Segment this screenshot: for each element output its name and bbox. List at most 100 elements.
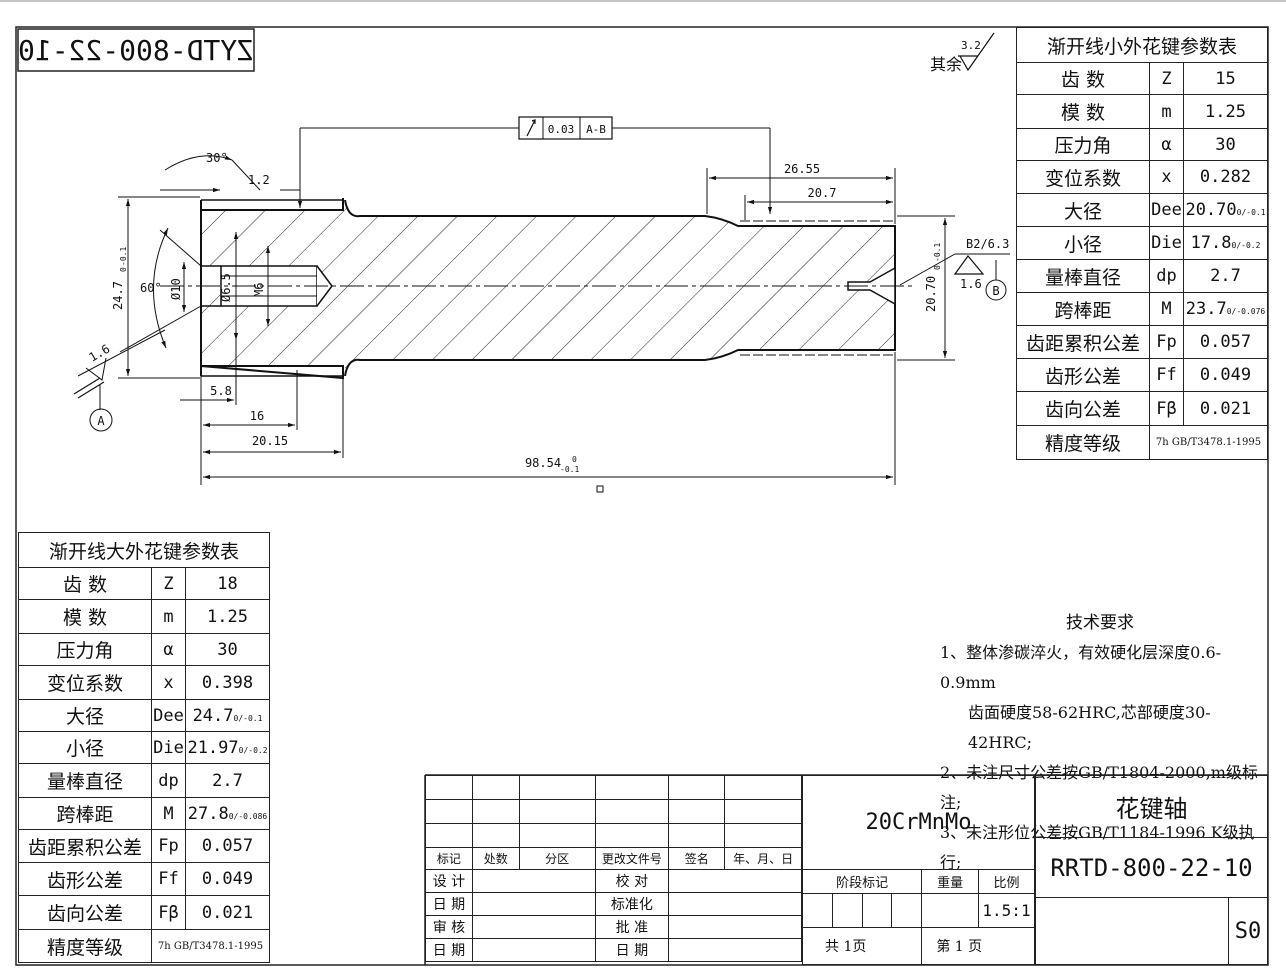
left-diameter-dims: 24.7 0 -0.1 60° Ø10 Ø6.5 M6 1.6 A xyxy=(73,196,271,432)
param-value: 1.25 xyxy=(185,599,270,634)
param-value-text: 27.8 xyxy=(187,803,229,824)
revision-header: 标记 xyxy=(425,847,473,870)
title-block-middle: 20CrMnMo 阶段标记 重量 比例 1.5:1 共 1页 第 1 页 xyxy=(801,775,1036,965)
param-value: 15 xyxy=(1183,62,1268,95)
param-name: 压力角 xyxy=(1015,128,1151,161)
material: 20CrMnMo xyxy=(802,775,1035,870)
param-value: 0.021 xyxy=(1183,391,1268,426)
param-value-text: 21.97 xyxy=(187,737,239,758)
param-name: 齿 数 xyxy=(17,567,153,600)
title-block-right: 花键轴 RRTD-800-22-10 S0 xyxy=(1034,775,1268,965)
param-value-text: 2.7 xyxy=(1210,266,1241,286)
svg-text:0.03: 0.03 xyxy=(548,123,575,136)
svg-text:1.6: 1.6 xyxy=(87,342,113,365)
param-symbol: Fp xyxy=(151,829,186,863)
chamfer-dimension: 30° 1.2 xyxy=(160,151,300,193)
param-symbol: Die xyxy=(1149,226,1184,260)
title-block-left: 标记处数分区更改文件号签名年、月、日 设 计校 对 日 期标准化 审 核批 准 … xyxy=(425,775,802,962)
param-value-text: 15 xyxy=(1215,68,1236,89)
svg-text:Ø10: Ø10 xyxy=(169,278,183,300)
sheet-frame xyxy=(15,26,1269,966)
date3-label: 日 期 xyxy=(594,938,670,962)
svg-text:20.7: 20.7 xyxy=(808,186,837,200)
mirrored-drawing-code: ZYTD-800-22-10 xyxy=(18,34,254,67)
datum-b-circle xyxy=(985,279,1007,301)
param-value: 24.70/-0.1 xyxy=(185,699,270,732)
param-value: 20.700/-0.1 xyxy=(1183,193,1268,227)
param-symbol: Fβ xyxy=(1149,391,1184,426)
param-name: 模 数 xyxy=(1015,94,1151,129)
design-label: 设 计 xyxy=(425,869,473,893)
param-name: 齿形公差 xyxy=(17,862,153,896)
page-number: 第 1 页 xyxy=(921,927,1035,965)
param-value-text: 24.7 xyxy=(192,705,234,726)
shaft-section xyxy=(160,198,915,380)
param-symbol: Ff xyxy=(1149,358,1184,392)
small-spline-title: 渐开线小外花键参数表 xyxy=(1016,27,1268,63)
drawing-number: RRTD-800-22-10 xyxy=(1035,837,1268,898)
param-value-text: 20.70 xyxy=(1185,200,1237,220)
stage-label: 阶段标记 xyxy=(801,869,923,894)
revision-header: 年、月、日 xyxy=(724,847,802,870)
param-name: 大径 xyxy=(1015,193,1151,227)
large-grade-value: 7h GB/T3478.1-1995 xyxy=(151,929,270,963)
param-value: 0.282 xyxy=(1183,160,1268,194)
param-name: 齿向公差 xyxy=(1015,391,1151,426)
roughness-other-symbol xyxy=(958,32,995,72)
param-symbol: M xyxy=(1149,292,1184,326)
param-symbol: α xyxy=(151,633,186,666)
param-name: 齿距累积公差 xyxy=(1015,325,1151,359)
param-symbol: α xyxy=(1149,128,1184,161)
approve-label: 批 准 xyxy=(594,915,670,939)
param-value: 17.80/-0.2 xyxy=(1183,226,1268,260)
param-name: 齿形公差 xyxy=(1015,358,1151,392)
param-symbol: m xyxy=(151,599,186,634)
param-value: 0.021 xyxy=(185,895,270,930)
param-tolerance: 0/-0.076 xyxy=(1226,307,1266,316)
param-symbol: Ff xyxy=(151,862,186,896)
small-grade-label: 精度等级 xyxy=(1015,425,1151,460)
spline-length-dims: 26.55 20.7 xyxy=(706,162,896,224)
svg-text:24.7: 24.7 xyxy=(111,281,125,310)
param-name: 跨棒距 xyxy=(1015,292,1151,326)
param-value-text: 1.25 xyxy=(1205,101,1246,122)
date2-label: 日 期 xyxy=(425,938,473,962)
param-tolerance: 0/-0.2 xyxy=(238,745,268,755)
param-value-text: 0.049 xyxy=(201,869,254,889)
large-grade-label: 精度等级 xyxy=(17,929,153,963)
param-value: 30 xyxy=(185,633,270,666)
param-name: 大径 xyxy=(17,699,153,732)
runout-tolerance-frame: 0.03 A-B xyxy=(297,116,773,214)
param-value-text: 0.282 xyxy=(1199,167,1252,187)
svg-text:M6: M6 xyxy=(252,283,266,297)
param-name: 齿 数 xyxy=(1015,62,1151,95)
svg-text:0: 0 xyxy=(572,455,577,464)
param-value: 0.049 xyxy=(185,862,270,896)
tech-title: 技术要求 xyxy=(1066,613,1134,633)
param-symbol: dp xyxy=(151,763,186,798)
param-symbol: x xyxy=(1149,160,1184,194)
param-name: 变位系数 xyxy=(17,665,153,700)
param-symbol: Z xyxy=(1149,62,1184,95)
param-value-text: 0.057 xyxy=(1199,332,1252,352)
svg-text:A: A xyxy=(97,414,105,428)
param-name: 量棒直径 xyxy=(17,763,153,798)
param-value: 21.970/-0.2 xyxy=(185,731,270,764)
param-value-text: 17.8 xyxy=(1190,233,1232,253)
param-value: 30 xyxy=(1183,128,1268,161)
param-name: 量棒直径 xyxy=(1015,259,1151,293)
date1-label: 日 期 xyxy=(425,892,473,916)
param-value: 0.398 xyxy=(185,665,270,700)
